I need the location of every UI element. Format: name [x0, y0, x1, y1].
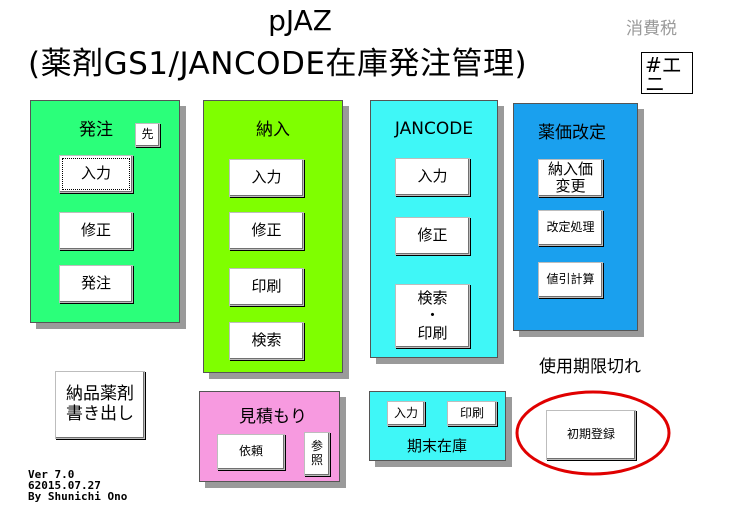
period-end-stock-label: 期末在庫: [406, 437, 467, 455]
delivery-price-change-button[interactable]: 納入価 変更: [538, 159, 603, 197]
build-date-line: 62015.07.27: [28, 479, 101, 492]
jancode-input-button[interactable]: 入力: [395, 158, 470, 196]
app-title: pJAZ: [268, 4, 332, 37]
delivery-panel-label: 納入: [256, 120, 290, 140]
revision-process-button[interactable]: 改定処理: [538, 210, 603, 246]
delivery-panel: 納入 入力 修正 印刷 検索: [203, 100, 343, 373]
delivery-input-button[interactable]: 入力: [229, 159, 304, 197]
tax-label: 消費税: [626, 19, 677, 39]
initial-register-button[interactable]: 初期登録: [546, 410, 636, 460]
delivery-print-button[interactable]: 印刷: [229, 268, 304, 306]
delivery-edit-button[interactable]: 修正: [229, 212, 304, 250]
estimate-panel: 見積もり 依頼 参 照: [199, 391, 340, 482]
estimate-panel-label: 見積もり: [239, 407, 307, 427]
order-panel: 発注 先 入力 修正 発注: [30, 100, 180, 323]
period-end-print-button[interactable]: 印刷: [447, 401, 497, 426]
version-line: Ver 7.0: [28, 468, 75, 481]
discount-calc-button[interactable]: 値引計算: [538, 262, 603, 298]
order-panel-label: 発注: [79, 120, 113, 140]
order-send-button[interactable]: 発注: [59, 265, 133, 303]
highlight-ellipse: [515, 390, 671, 476]
price-revision-panel: 薬価改定 納入価 変更 改定処理 値引計算: [513, 103, 638, 331]
version-info: Ver 7.0 62015.07.27 By Shunichi Ono: [28, 469, 127, 502]
period-end-stock-panel: 入力 印刷 期末在庫: [369, 391, 506, 461]
period-end-input-button[interactable]: 入力: [387, 401, 425, 426]
jancode-search-print-button[interactable]: 検索 ・ 印刷: [395, 284, 470, 348]
app-subtitle: (薬剤GS1/JANCODE在庫発注管理): [28, 46, 528, 82]
order-input-button[interactable]: 入力: [59, 155, 133, 193]
hash-text-box[interactable]: #エ ニ: [641, 52, 693, 94]
author-line: By Shunichi Ono: [28, 490, 128, 503]
saki-button[interactable]: 先: [135, 123, 160, 147]
estimate-reference-button[interactable]: 参 照: [304, 432, 330, 476]
jancode-edit-button[interactable]: 修正: [395, 217, 470, 255]
order-edit-button[interactable]: 修正: [59, 212, 133, 250]
jancode-panel: JANCODE 入力 修正 検索 ・ 印刷: [370, 100, 498, 358]
price-revision-panel-label: 薬価改定: [538, 123, 606, 143]
jancode-panel-label: JANCODE: [394, 119, 474, 139]
estimate-request-button[interactable]: 依頼: [217, 434, 285, 470]
expiry-label: 使用期限切れ: [535, 350, 686, 386]
delivery-search-button[interactable]: 検索: [229, 322, 304, 360]
export-delivered-drugs-button[interactable]: 納品薬剤 書き出し: [55, 371, 145, 439]
